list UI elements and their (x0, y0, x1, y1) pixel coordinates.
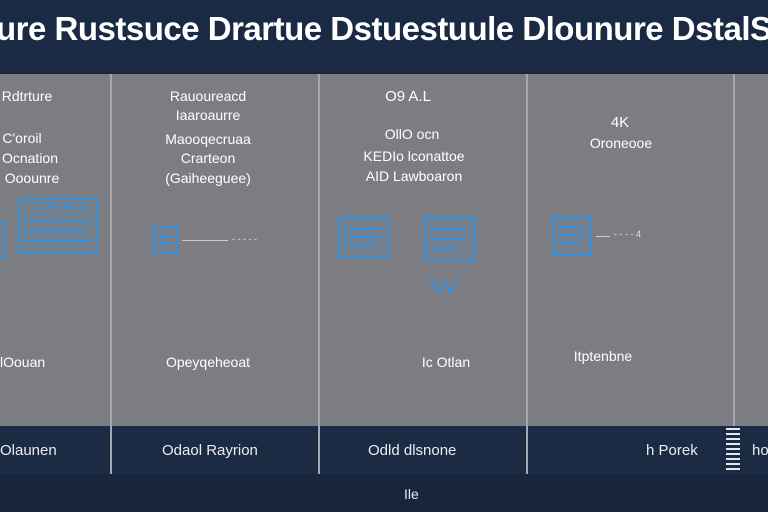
col3-mid-label-3: AID Lawboaron (365, 168, 463, 184)
bottom-band (0, 474, 768, 512)
col4-top-label-2: Oroneooe (589, 135, 653, 151)
col1-top-label: Rdtrture (1, 88, 53, 104)
col4-footer-label: h Porek (646, 442, 698, 459)
col3-mid-label-1: OllO ocn (384, 126, 440, 142)
col2-footer-label: Odaol Rayrion (162, 442, 258, 459)
chevron-down-icon (429, 275, 459, 295)
col2-bottom-label: Opeyqeheoat (165, 354, 251, 370)
title-bar: ure Rustsuce Drartue Dstuestuule Dlounur… (0, 0, 768, 72)
connector-line (596, 236, 610, 237)
col1-footer-label: Olaunen (0, 442, 57, 459)
col3-footer-sub: Ile (404, 486, 419, 502)
col3-bottom-label: Ic Otlan (421, 354, 471, 370)
col1-bottom-label: lOouan (0, 354, 46, 370)
col4-bottom-label: Itptenbne (573, 348, 633, 364)
col3-footer-label: Odld dlsnone (368, 442, 457, 459)
list-icon (552, 216, 592, 256)
col2-mid-label-2: Crarteon (180, 150, 236, 166)
column-divider (110, 74, 112, 474)
column-divider (318, 74, 320, 474)
col4-connector-label: - - - - 4 (614, 229, 641, 239)
file-icon (151, 225, 177, 253)
col1-icon-label: CCFE FOS (30, 201, 86, 213)
footer-divider (526, 426, 528, 474)
col3-mid-label-2: KEDIo lconattoe (363, 148, 465, 164)
footer-divider (110, 426, 112, 474)
window-icon (423, 215, 475, 261)
col2-mid-label-1: Maooqecruaa (165, 131, 251, 147)
col1-mid-label-3: Ooounre (4, 170, 60, 186)
col2-mid-label-3: (Gaiheeguee) (165, 170, 251, 186)
panel-area (0, 74, 768, 426)
scroll-indicator (726, 428, 740, 472)
col4-top-label-1: 4K (610, 114, 630, 131)
document-icon (0, 220, 6, 260)
footer-divider (318, 426, 320, 474)
col3-top-label: O9 A.L (385, 88, 431, 105)
column-divider (526, 74, 528, 474)
page-title: ure Rustsuce Drartue Dstuestuule Dlounur… (0, 10, 768, 47)
footer-row (0, 426, 768, 474)
side-text: ho (752, 442, 768, 459)
col1-mid-label-2: Ocnation (1, 150, 59, 166)
monitor-icon (338, 216, 390, 258)
col2-connector-label: - - - - - (232, 234, 257, 244)
col1-mid-label-1: C'oroil (2, 130, 42, 146)
col2-top-label-2: Iaaroaurre (175, 107, 241, 123)
database-icon: CCFE FOS (18, 198, 98, 254)
column-divider (733, 74, 735, 474)
connector-line (182, 240, 228, 241)
col2-top-label-1: Rauoureacd (169, 88, 247, 104)
